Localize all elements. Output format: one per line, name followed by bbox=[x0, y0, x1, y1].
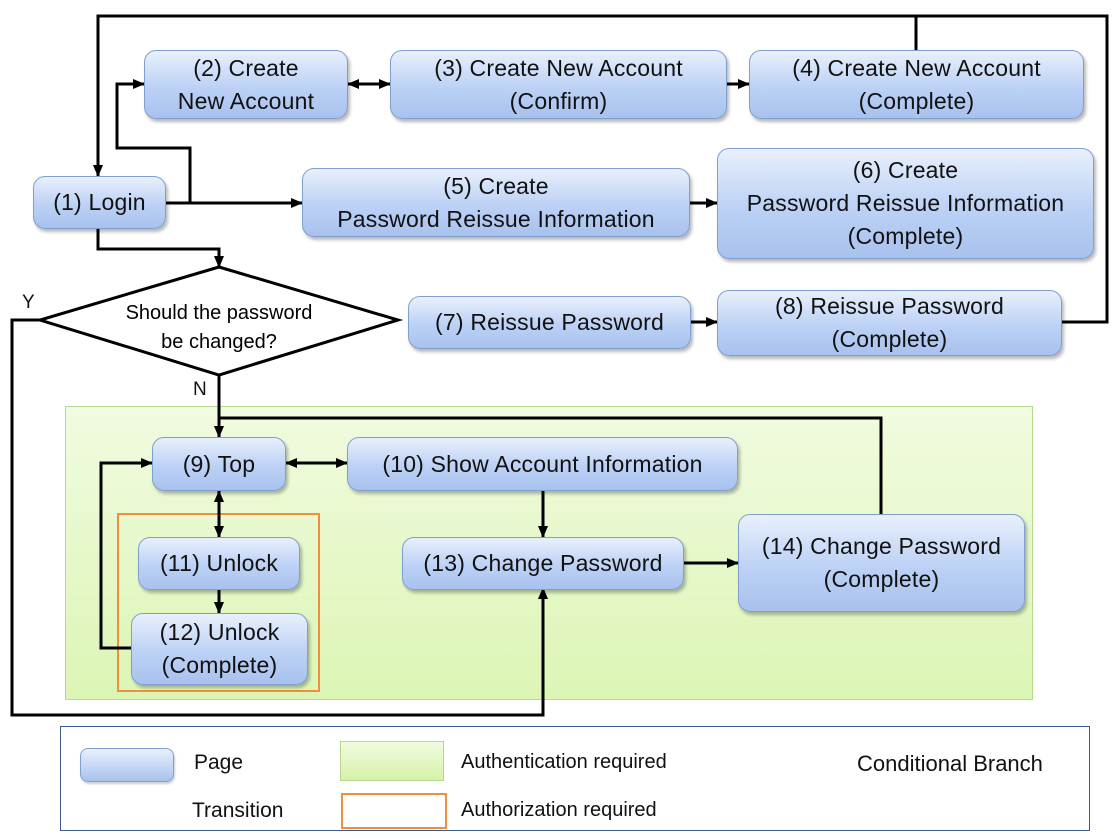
legend-authentication-swatch bbox=[340, 741, 444, 781]
node-change-password-complete[interactable]: (14) Change Password (Complete) bbox=[738, 514, 1025, 612]
node-change-password[interactable]: (13) Change Password bbox=[402, 537, 684, 590]
node-create-reissue-info[interactable]: (5) Create Password Reissue Information bbox=[302, 168, 690, 237]
arrow-12-to-9 bbox=[99, 458, 153, 650]
yes-label: Y bbox=[22, 292, 35, 313]
legend-conditional-label: Conditional Branch bbox=[857, 751, 1043, 776]
node-reissue-password-complete[interactable]: (8) Reissue Password (Complete) bbox=[717, 290, 1062, 356]
arrow-decision-yes bbox=[10, 318, 548, 717]
decision-diamond bbox=[34, 265, 404, 377]
legend-page-swatch bbox=[80, 748, 174, 782]
node-create-account-confirm[interactable]: (3) Create New Account (Confirm) bbox=[390, 50, 727, 119]
arrow-4-to-1 bbox=[93, 14, 918, 177]
no-label: N bbox=[193, 379, 207, 400]
legend-authorization-label: Authorization required bbox=[461, 799, 657, 821]
legend-page-label: Page bbox=[194, 751, 244, 774]
arrow-1-to-decision bbox=[96, 229, 224, 268]
arrow-14-to-9 bbox=[214, 416, 883, 514]
decision-question-line1: Should the password bbox=[126, 302, 313, 324]
node-create-account[interactable]: (2) Create New Account bbox=[144, 50, 348, 119]
node-reissue-password[interactable]: (7) Reissue Password bbox=[408, 296, 691, 349]
arrow-1-to-2 bbox=[115, 79, 192, 203]
node-unlock[interactable]: (11) Unlock bbox=[138, 537, 300, 590]
legend-transition-label: Transition bbox=[192, 799, 284, 822]
node-create-account-complete[interactable]: (4) Create New Account (Complete) bbox=[749, 50, 1084, 119]
legend-authentication-label: Authentication required bbox=[461, 751, 667, 773]
node-create-reissue-info-complete[interactable]: (6) Create Password Reissue Information … bbox=[717, 148, 1094, 259]
arrow-8-to-1 bbox=[916, 14, 1109, 324]
legend bbox=[60, 726, 1090, 831]
node-show-account-info[interactable]: (10) Show Account Information bbox=[347, 437, 738, 491]
decision-question-line2: be changed? bbox=[161, 331, 277, 353]
node-top[interactable]: (9) Top bbox=[152, 437, 286, 491]
legend-authorization-swatch bbox=[341, 793, 447, 829]
node-login[interactable]: (1) Login bbox=[33, 176, 166, 229]
node-unlock-complete[interactable]: (12) Unlock (Complete) bbox=[131, 613, 308, 685]
